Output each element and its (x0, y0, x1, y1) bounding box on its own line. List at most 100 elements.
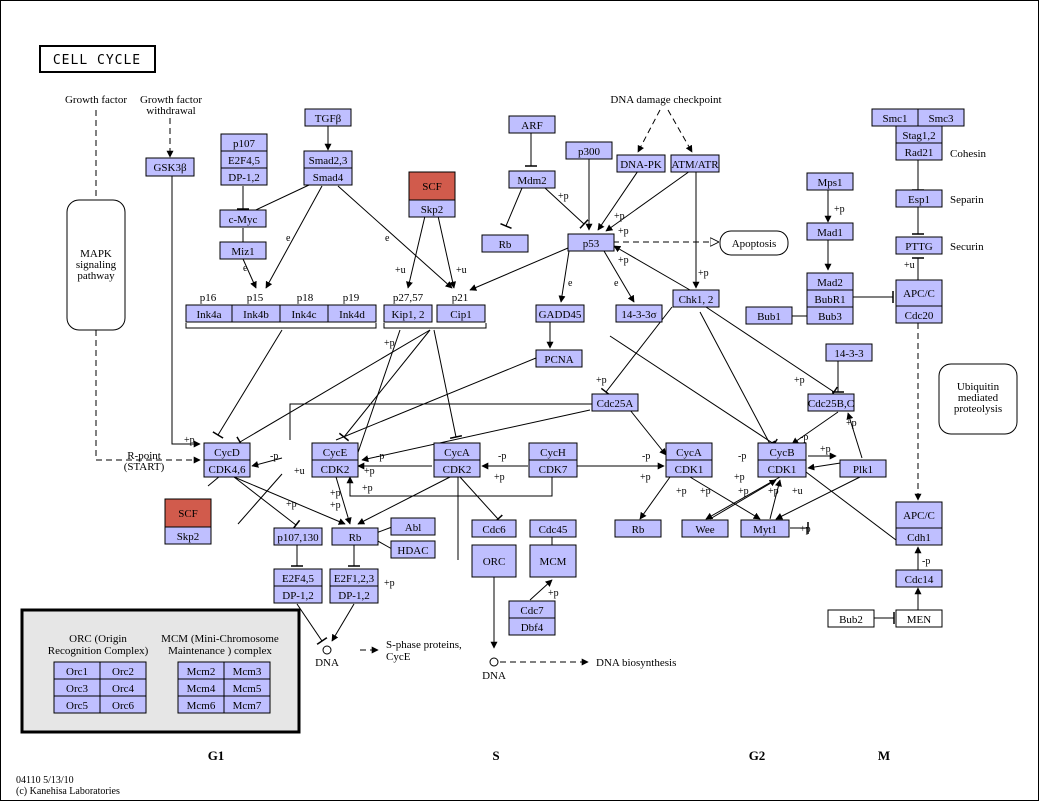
gene-cdh1[interactable]: Cdh1 (895, 527, 943, 546)
gene-cdc7[interactable]: Cdc7 (508, 600, 556, 619)
gene-mcm4[interactable]: Mcm4 (177, 678, 225, 697)
gene-cdk2-a[interactable]: CDK2 (433, 459, 481, 478)
gene-cdc25a[interactable]: Cdc25A (591, 393, 639, 412)
gene-p107[interactable]: p107 (220, 133, 268, 152)
gene-smc3[interactable]: Smc3 (917, 108, 965, 127)
gene-cdc6[interactable]: Cdc6 (471, 519, 517, 538)
gene-ink4d[interactable]: Ink4d (327, 304, 377, 323)
gene-cdc20[interactable]: Cdc20 (895, 305, 943, 324)
gene-rad21[interactable]: Rad21 (895, 142, 943, 161)
gene-cmyc[interactable]: c-Myc (219, 209, 267, 228)
gene-pcna[interactable]: PCNA (535, 349, 583, 368)
gene-smc1[interactable]: Smc1 (871, 108, 919, 127)
gene-hdac[interactable]: HDAC (390, 540, 436, 559)
gene-e2f45[interactable]: E2F4,5 (220, 150, 268, 169)
gene-mdm2[interactable]: Mdm2 (508, 170, 556, 189)
gene-cych[interactable]: CycH (528, 442, 578, 461)
gene-cycd[interactable]: CycD (203, 442, 251, 461)
gene-cdk46[interactable]: CDK4,6 (203, 459, 251, 478)
gene-abl[interactable]: Abl (390, 517, 436, 536)
gene-bub2[interactable]: Bub2 (827, 609, 875, 628)
gene-skp2-bottom[interactable]: Skp2 (164, 526, 212, 545)
gene-smad4[interactable]: Smad4 (303, 167, 353, 186)
gene-cdc45[interactable]: Cdc45 (529, 519, 577, 538)
gene-e2f45-g1[interactable]: E2F4,5 (273, 568, 323, 587)
gene-myt1[interactable]: Myt1 (740, 519, 790, 538)
svg-text:+p: +p (734, 472, 745, 483)
gene-skp2-top[interactable]: Skp2 (408, 199, 456, 218)
gene-arf[interactable]: ARF (508, 115, 556, 134)
gene-cdk1-a[interactable]: CDK1 (665, 459, 713, 478)
gene-orc5[interactable]: Orc5 (53, 695, 101, 714)
gene-14-3-3[interactable]: 14-3-3 (825, 343, 873, 362)
gene-ink4c[interactable]: Ink4c (279, 304, 329, 323)
gene-dnapk[interactable]: DNA-PK (616, 154, 666, 173)
gene-p53[interactable]: p53 (567, 233, 615, 252)
gene-p107130[interactable]: p107,130 (273, 527, 323, 546)
gene-apcc-bottom[interactable]: APC/C (895, 501, 943, 529)
gene-mcm3[interactable]: Mcm3 (223, 661, 271, 680)
gene-mad1[interactable]: Mad1 (806, 222, 854, 241)
gene-orc4[interactable]: Orc4 (99, 678, 147, 697)
gene-wee[interactable]: Wee (681, 519, 729, 538)
gene-cdk1-b[interactable]: CDK1 (757, 459, 807, 478)
gene-dp12-b[interactable]: DP-1,2 (329, 585, 379, 604)
gene-bub1[interactable]: Bub1 (745, 306, 793, 325)
gene-smad23[interactable]: Smad2,3 (303, 150, 353, 169)
gene-atmatr[interactable]: ATM/ATR (670, 154, 720, 173)
gene-p300[interactable]: p300 (565, 141, 613, 160)
gene-bubr1[interactable]: BubR1 (806, 289, 854, 308)
gene-dbf4[interactable]: Dbf4 (508, 617, 556, 636)
gene-orc3[interactable]: Orc3 (53, 678, 101, 697)
gene-pttg[interactable]: PTTG (895, 236, 943, 255)
gene-gadd45[interactable]: GADD45 (535, 304, 585, 323)
svg-text:MEN: MEN (907, 614, 932, 626)
gene-ink4a[interactable]: Ink4a (185, 304, 233, 323)
gene-mcm[interactable]: MCM (529, 544, 577, 578)
gene-bub3[interactable]: Bub3 (806, 306, 854, 325)
gene-orc1[interactable]: Orc1 (53, 661, 101, 680)
gene-dp12-g1[interactable]: DP-1,2 (273, 585, 323, 604)
gene-mcm6[interactable]: Mcm6 (177, 695, 225, 714)
gene-stag12[interactable]: Stag1,2 (895, 125, 943, 144)
gene-e2f123[interactable]: E2F1,2,3 (329, 568, 379, 587)
gene-tgfb[interactable]: TGFβ (304, 108, 352, 127)
gene-cdc14[interactable]: Cdc14 (895, 569, 943, 588)
gene-rb-g1[interactable]: Rb (331, 527, 379, 546)
mapk-pathway-box[interactable]: MAPK signaling pathway (66, 199, 126, 331)
gene-apcc-top[interactable]: APC/C (895, 279, 943, 307)
gene-14-3-3-sigma[interactable]: 14-3-3σ (615, 304, 663, 323)
gene-men[interactable]: MEN (895, 609, 943, 628)
gene-cdk2-e[interactable]: CDK2 (311, 459, 359, 478)
gene-rb-g2[interactable]: Rb (614, 519, 662, 538)
gene-cdk7[interactable]: CDK7 (528, 459, 578, 478)
gene-esp1[interactable]: Esp1 (895, 189, 943, 208)
gene-gsk3b[interactable]: GSK3β (145, 157, 195, 177)
gene-cycb[interactable]: CycB (757, 442, 807, 461)
gene-kip12[interactable]: Kip1, 2 (383, 304, 433, 323)
apoptosis-box[interactable]: Apoptosis (719, 230, 789, 256)
gene-cyca-g2[interactable]: CycA (665, 442, 713, 461)
phase-s: S (492, 748, 499, 763)
ubiquitin-pathway-box[interactable]: Ubiquitin mediated proteolysis (938, 363, 1018, 435)
gene-cip1[interactable]: Cip1 (436, 304, 486, 323)
gene-mcm7[interactable]: Mcm7 (223, 695, 271, 714)
gene-plk1[interactable]: Plk1 (839, 459, 887, 478)
gene-chk12[interactable]: Chk1, 2 (672, 289, 720, 308)
gene-rb-top[interactable]: Rb (481, 234, 529, 253)
gene-mcm2[interactable]: Mcm2 (177, 661, 225, 680)
gene-cyce[interactable]: CycE (311, 442, 359, 461)
gene-mps1[interactable]: Mps1 (806, 172, 854, 191)
gene-mcm5[interactable]: Mcm5 (223, 678, 271, 697)
gene-mad2[interactable]: Mad2 (806, 272, 854, 291)
gene-cdc25bc[interactable]: Cdc25B,C (807, 393, 855, 412)
gene-dp12[interactable]: DP-1,2 (220, 167, 268, 186)
gene-miz1[interactable]: Miz1 (219, 241, 267, 260)
gene-cyca-s[interactable]: CycA (433, 442, 481, 461)
gene-scf-bottom[interactable]: SCF (164, 498, 212, 528)
gene-orc2[interactable]: Orc2 (99, 661, 147, 680)
gene-scf-top[interactable]: SCF (408, 171, 456, 201)
gene-orc6[interactable]: Orc6 (99, 695, 147, 714)
gene-orc[interactable]: ORC (471, 544, 517, 578)
gene-ink4b[interactable]: Ink4b (231, 304, 281, 323)
